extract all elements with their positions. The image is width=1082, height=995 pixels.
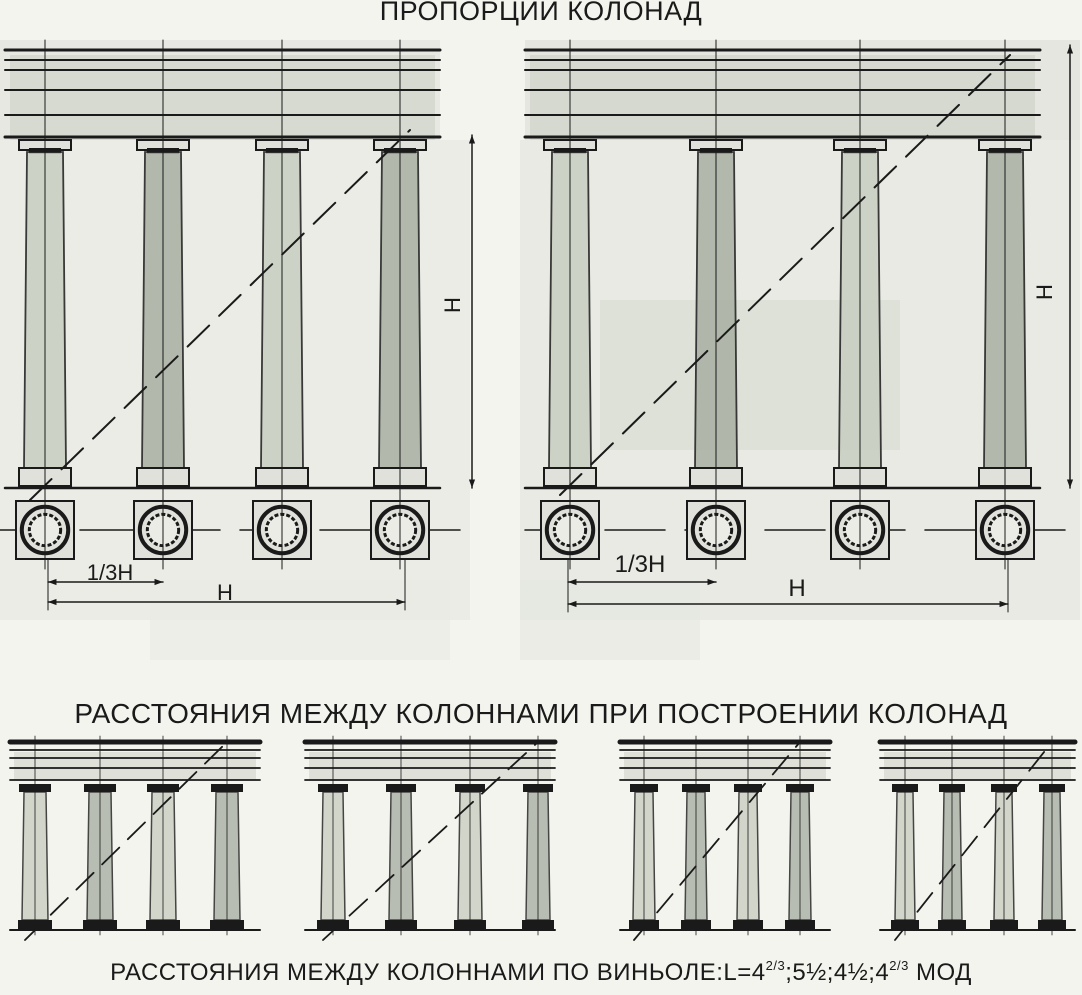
wash-patch [520,580,700,660]
construction-diagonal [559,54,1011,496]
dimension-arrowhead [568,600,577,608]
dimension-arrowhead [154,578,163,586]
dim-height-label-right: Н [1032,284,1057,300]
small-colonnade [617,735,833,941]
wash-patch [150,580,450,660]
dimension-arrowhead [1066,45,1074,54]
section-title-spacing: РАССТОЯНИЯ МЕЖДУ КОЛОННАМИ ПРИ ПОСТРОЕНИ… [74,698,1008,729]
colonnade-elevation-left [3,39,442,501]
construction-diagonal [29,129,411,501]
dim-third-label-right: 1/3Н [615,551,666,578]
dim-third-label-left: 1/3Н [87,560,133,585]
small-construction-diagonal [24,741,228,941]
dim-width-label-right: Н [788,575,805,602]
dimension-lines: Н 1/3Н Н Н 1/3Н Н [47,44,1074,613]
dimension-arrowhead [468,479,476,488]
dimension-arrowhead [568,578,577,586]
dim-height-label-left: Н [440,297,465,313]
dimension-arrowhead [1066,479,1074,488]
small-colonnades [7,735,1078,941]
dimension-arrowhead [48,578,57,586]
small-entablature-wash [309,752,551,780]
vignola-caption: РАССТОЯНИЯ МЕЖДУ КОЛОННАМИ ПО ВИНЬОЛЕ:L=… [110,958,972,986]
small-entablature-wash [624,752,826,780]
small-entablature-wash [884,752,1071,780]
column-plan-left [0,490,461,570]
small-colonnade [877,735,1078,941]
entablature-wash [10,55,435,140]
dimension-arrowhead [707,578,716,586]
small-colonnade [7,735,263,941]
small-colonnade [302,735,558,941]
dimension-arrowhead [468,135,476,144]
diagram-title: ПРОПОРЦИИ КОЛОНАД [379,0,703,26]
column-plan-right [524,490,1066,570]
dimension-arrowhead [396,598,405,606]
dim-width-label-left: Н [217,580,233,605]
small-construction-diagonal [633,741,801,941]
dimension-arrowhead [48,598,57,606]
dimension-arrowhead [999,600,1008,608]
colonnade-elevation-right [523,39,1042,499]
small-construction-diagonal [322,741,539,941]
small-entablature-wash [14,752,256,780]
small-construction-diagonal [894,741,1053,941]
entablature-wash [530,55,1035,140]
